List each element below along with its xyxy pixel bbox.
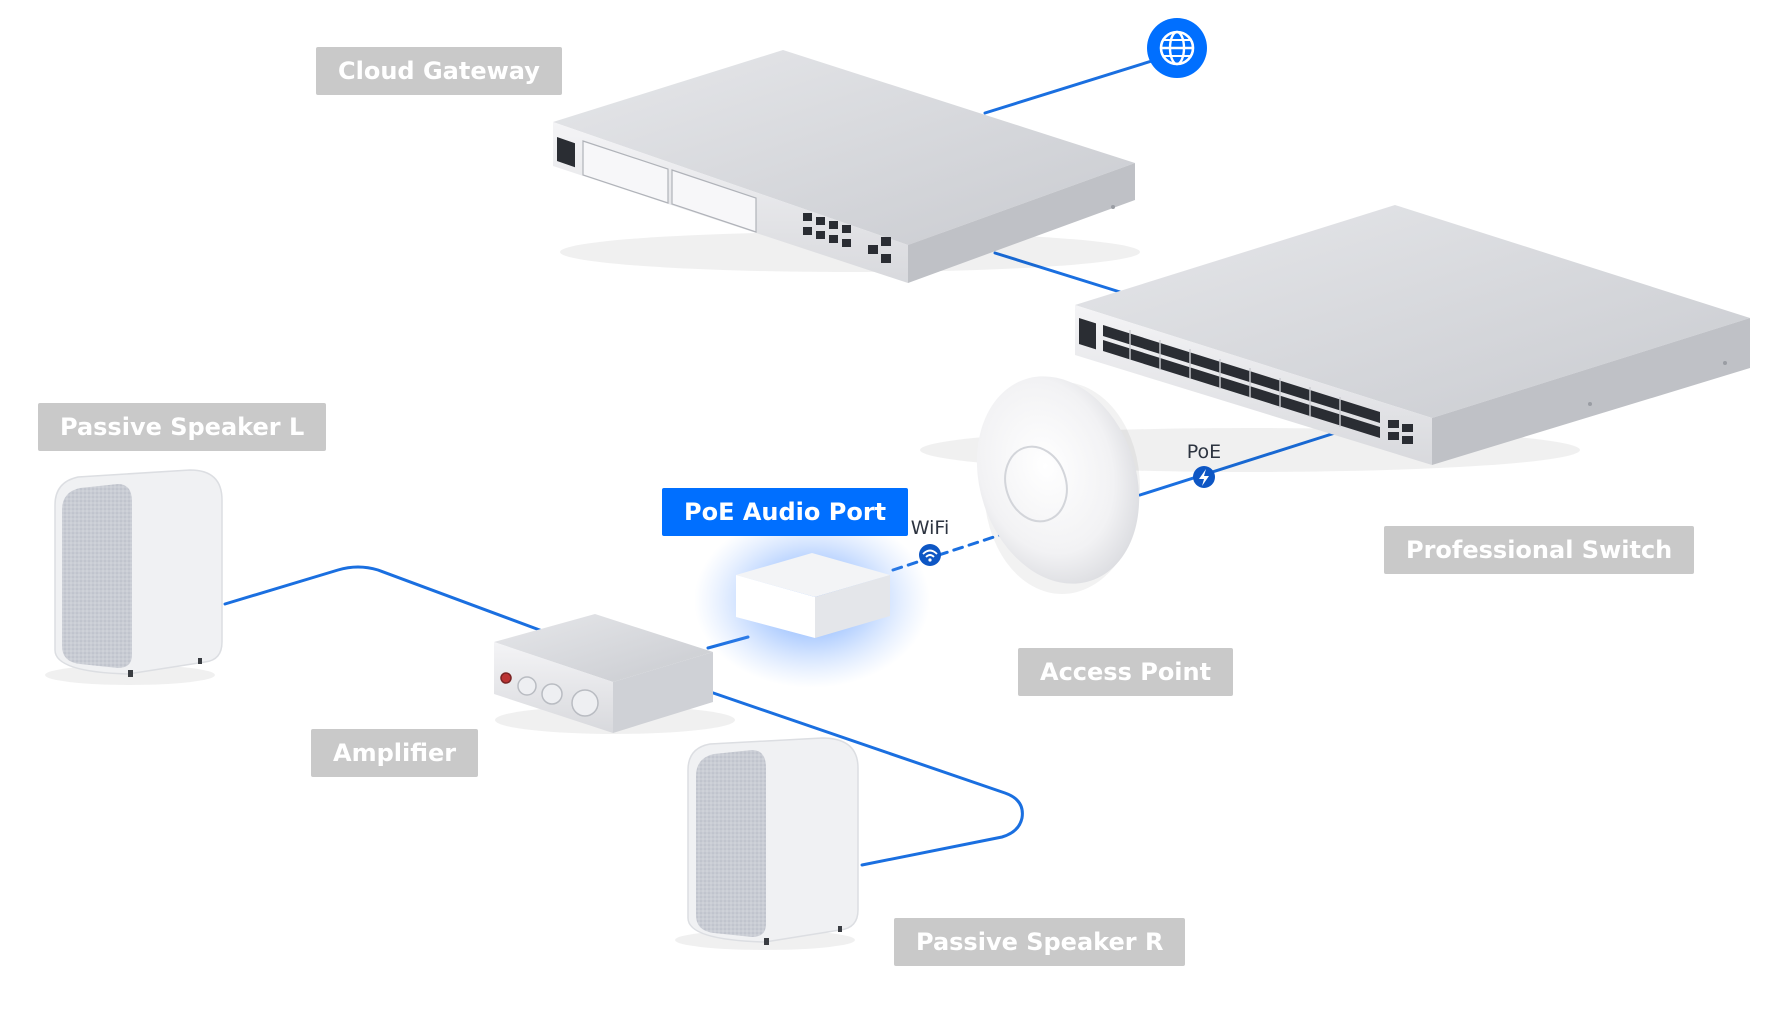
poe-label: PoE <box>1187 441 1221 463</box>
switch-ports <box>1103 325 1380 438</box>
cable-switch-access-point <box>1138 431 1337 497</box>
cable-gateway-internet <box>983 58 1157 115</box>
amplifier-device <box>494 614 735 734</box>
wifi-icon <box>919 544 941 566</box>
cable-amplifier-speaker-r <box>688 683 1024 867</box>
globe-icon <box>1147 18 1207 78</box>
label-amplifier: Amplifier <box>311 729 479 777</box>
label-professional-switch: Professional Switch <box>1384 526 1695 574</box>
passive-speaker-r-device <box>675 737 859 950</box>
label-passive-speaker-l: Passive Speaker L <box>38 403 327 451</box>
cable-gateway-switch <box>993 251 1122 294</box>
label-poe-audio-port: PoE Audio Port <box>662 488 909 536</box>
label-access-point: Access Point <box>1018 648 1234 696</box>
cable-amplifier-speaker-l <box>223 565 547 634</box>
label-cloud-gateway: Cloud Gateway <box>316 47 562 95</box>
passive-speaker-l-device <box>45 469 223 685</box>
access-point-device <box>976 376 1140 594</box>
cloud-gateway-device <box>553 50 1140 283</box>
label-passive-speaker-r: Passive Speaker R <box>894 918 1186 966</box>
poe-audio-port-device <box>694 512 930 688</box>
lightning-bolt-icon <box>1193 466 1215 488</box>
wifi-label: WiFi <box>911 517 949 539</box>
